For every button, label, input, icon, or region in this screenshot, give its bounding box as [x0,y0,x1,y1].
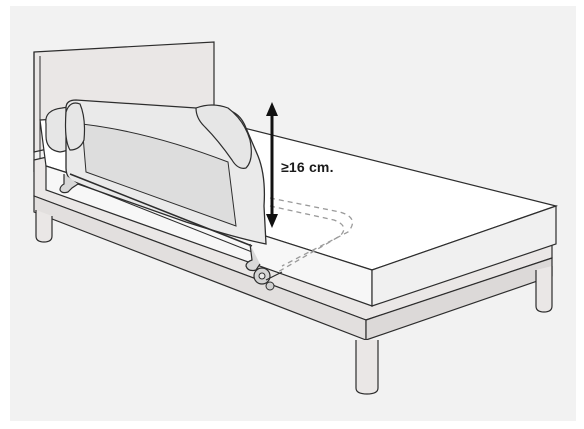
rail-bar [69,173,253,247]
rail-end-cap-right [195,104,252,169]
rail-foot-right [245,243,283,291]
minimum-height-label: ≥16 cm. [281,159,334,175]
hidden-support-legs [269,197,354,273]
rail-foot-left [59,174,79,194]
height-arrow-icon [266,102,278,228]
bed-leg-front-right [535,266,553,313]
bed-rail [64,99,267,253]
rail-end-cap-left [64,102,86,151]
rail-panel [81,123,237,227]
bed-leg-front-left [355,340,379,395]
bed-leg-back-left [35,210,53,243]
mattress-front [371,205,557,307]
rail-bar-lower [69,179,253,253]
